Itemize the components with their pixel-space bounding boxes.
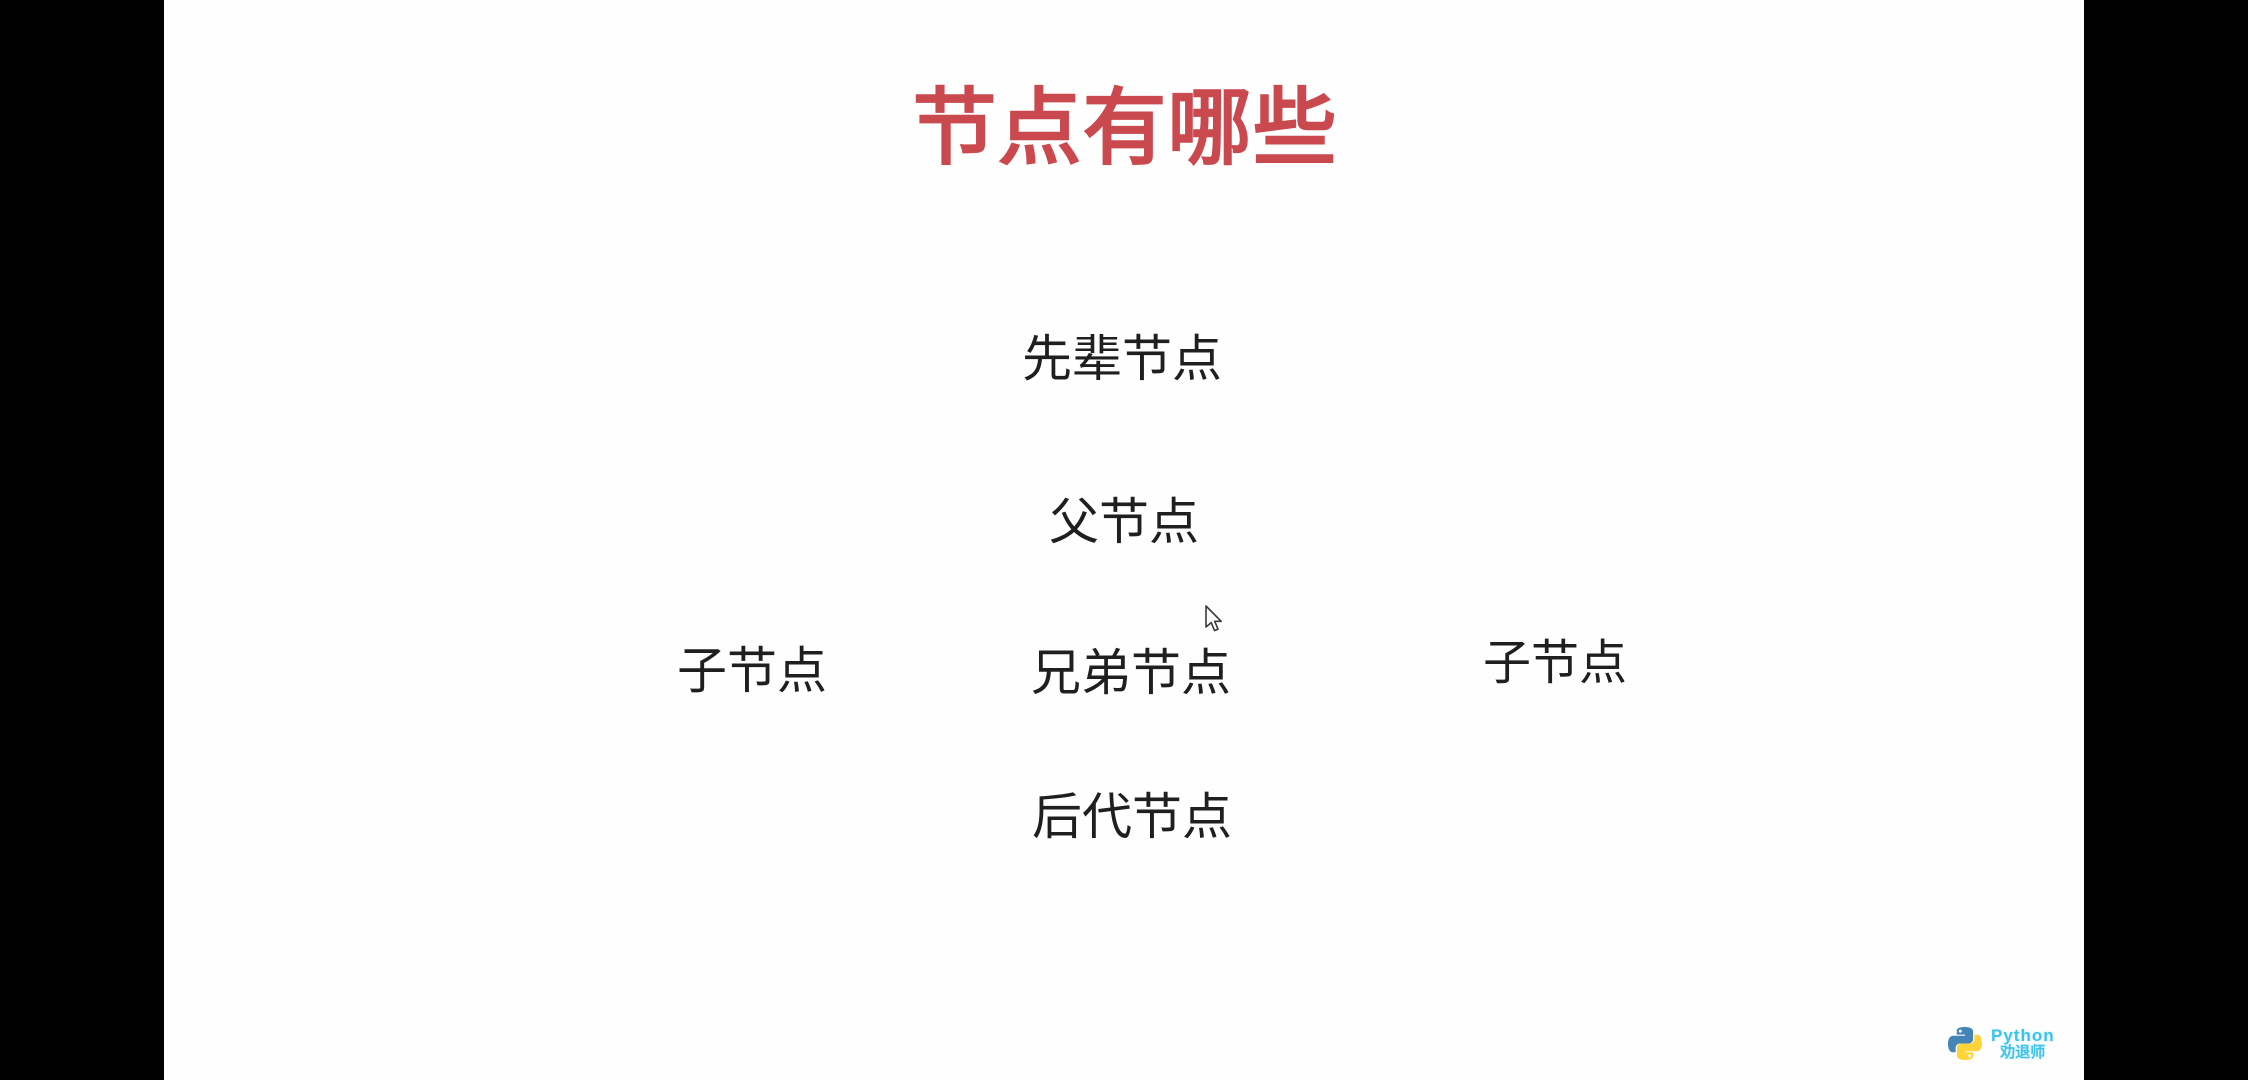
node-label-child-left: 子节点 — [677, 643, 827, 699]
python-logo-icon — [1948, 1026, 1982, 1061]
watermark-text: Python 劝退师 — [1991, 1025, 2055, 1061]
node-label-child-right: 子节点 — [1482, 637, 1628, 690]
node-label-parent: 父节点 — [1049, 494, 1199, 550]
channel-watermark: Python 劝退师 — [1948, 1026, 2055, 1061]
watermark-brand-line2: 劝退师 — [2000, 1043, 2046, 1061]
arrow-cursor-icon — [1203, 605, 1226, 636]
node-label-descendant: 后代节点 — [1032, 789, 1232, 845]
slide-canvas: 节点有哪些 先辈节点 父节点 子节点 兄弟节点 子节点 后代节点 Python … — [164, 0, 2084, 1080]
watermark-brand-line1: Python — [1991, 1025, 2055, 1045]
page-title: 节点有哪些 — [912, 81, 1338, 175]
pillarbox-right — [2084, 0, 2248, 1080]
node-label-ancestor: 先辈节点 — [1022, 331, 1222, 387]
pillarbox-left — [0, 0, 164, 1080]
node-label-sibling: 兄弟节点 — [1031, 645, 1231, 701]
